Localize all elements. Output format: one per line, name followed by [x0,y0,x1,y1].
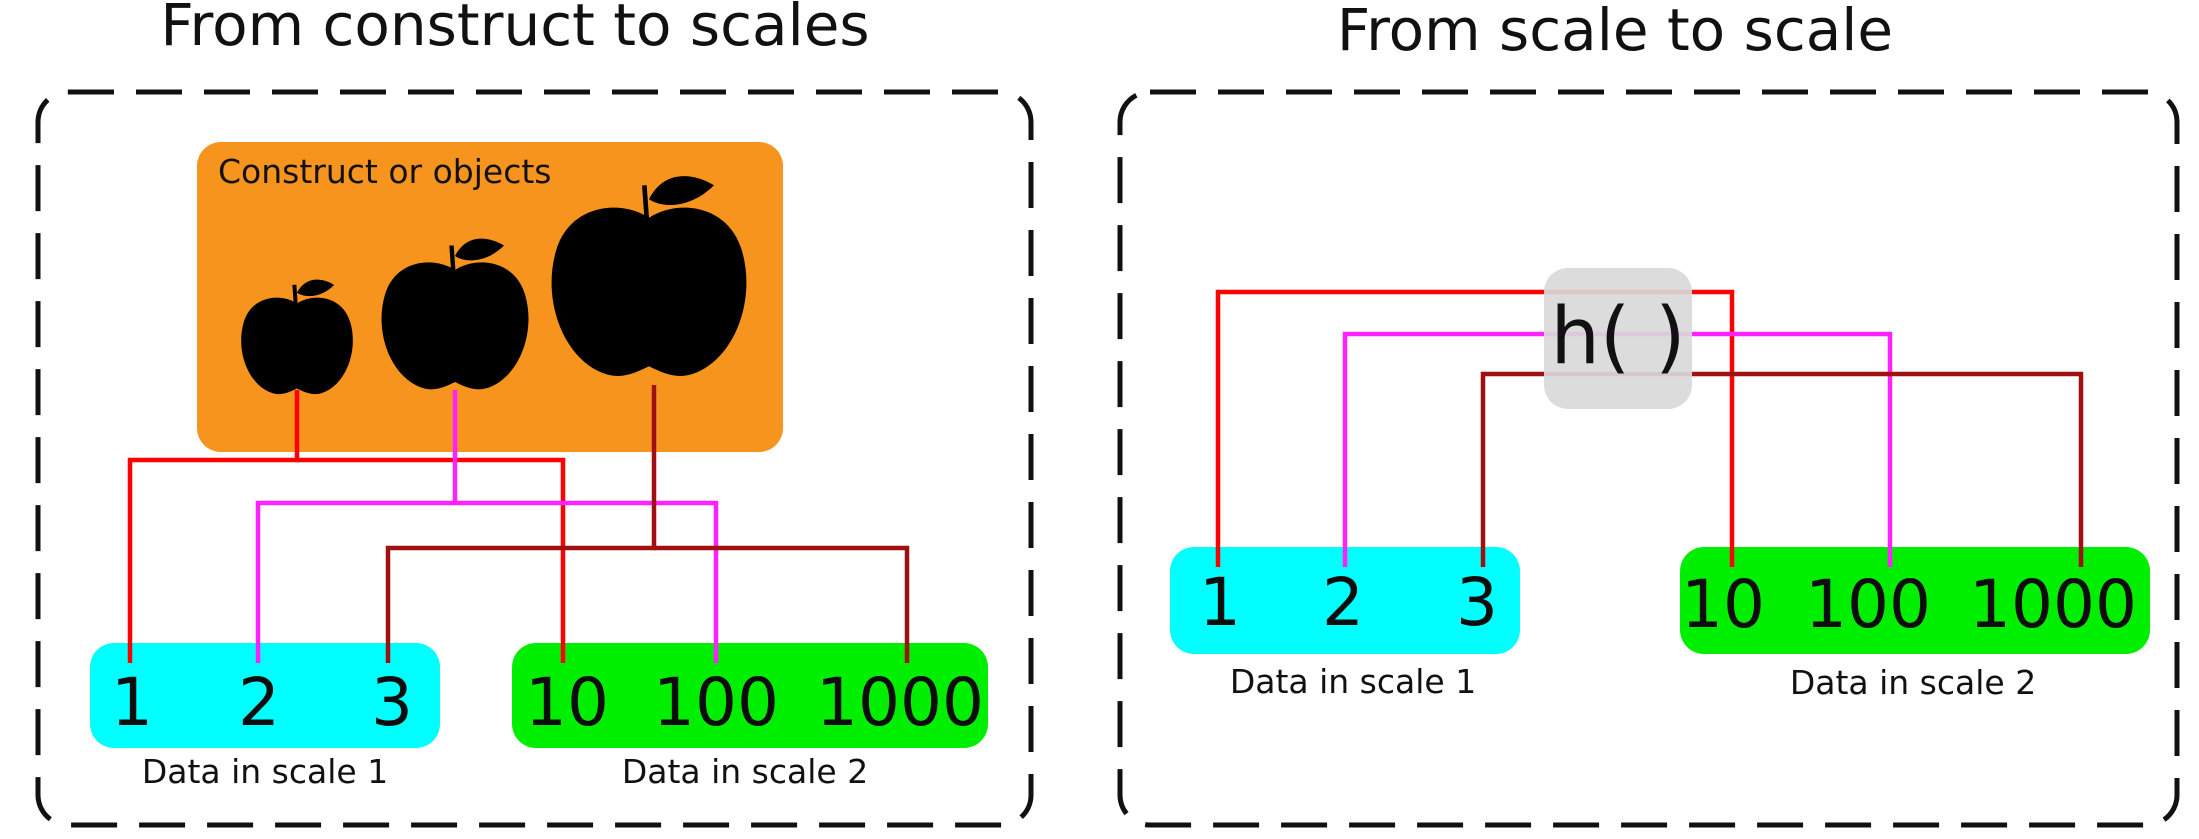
left-scale1-caption: Data in scale 1 [142,752,388,791]
right-scale1-value-3: 3 [1456,564,1498,641]
construct-label: Construct or objects [218,152,551,191]
apple-icon-small [241,279,353,395]
left-scale1-value-3: 3 [371,664,413,741]
left-link-third [385,385,657,663]
right-scale1-value-2: 2 [1322,564,1364,641]
left-scale1-value-1: 1 [111,664,153,741]
right-scale2-value-2: 100 [1805,566,1931,643]
function-label: h( ) [1550,292,1685,382]
right-panel-title: From scale to scale [1337,0,1893,64]
right-panel-frame [1117,89,2180,828]
left-panel: From construct to scales Construct or ob… [35,0,1034,828]
left-scale1-box [90,643,440,748]
left-panel-frame [35,89,1034,828]
left-panel-title: From construct to scales [160,0,869,59]
right-scale2-box [1680,547,2150,654]
left-scale1-value-2: 2 [238,664,280,741]
left-scale2-value-1: 10 [525,664,609,741]
right-panel: From scale to scale h( ) 1 2 3 10 100 10… [1117,0,2180,828]
left-scale2-caption: Data in scale 2 [622,752,868,791]
left-scale2-box [512,643,988,748]
left-link-second [255,390,458,663]
left-link-first [127,390,300,663]
right-scale1-value-1: 1 [1199,564,1241,641]
right-link-third [1480,371,2084,567]
right-scale1-box [1170,547,1520,654]
apple-icon-large [551,176,747,376]
left-scale2-value-2: 100 [653,664,779,741]
function-box [1544,268,1692,409]
right-scale2-value-3: 1000 [1969,566,2137,643]
apple-icon-medium [381,238,529,390]
right-scale2-value-1: 10 [1681,566,1765,643]
right-link-first [1215,289,1735,567]
right-scale1-caption: Data in scale 1 [1230,662,1476,701]
left-connectors [127,385,910,663]
left-scale2-value-3: 1000 [816,664,984,741]
right-scale2-caption: Data in scale 2 [1790,663,2036,702]
